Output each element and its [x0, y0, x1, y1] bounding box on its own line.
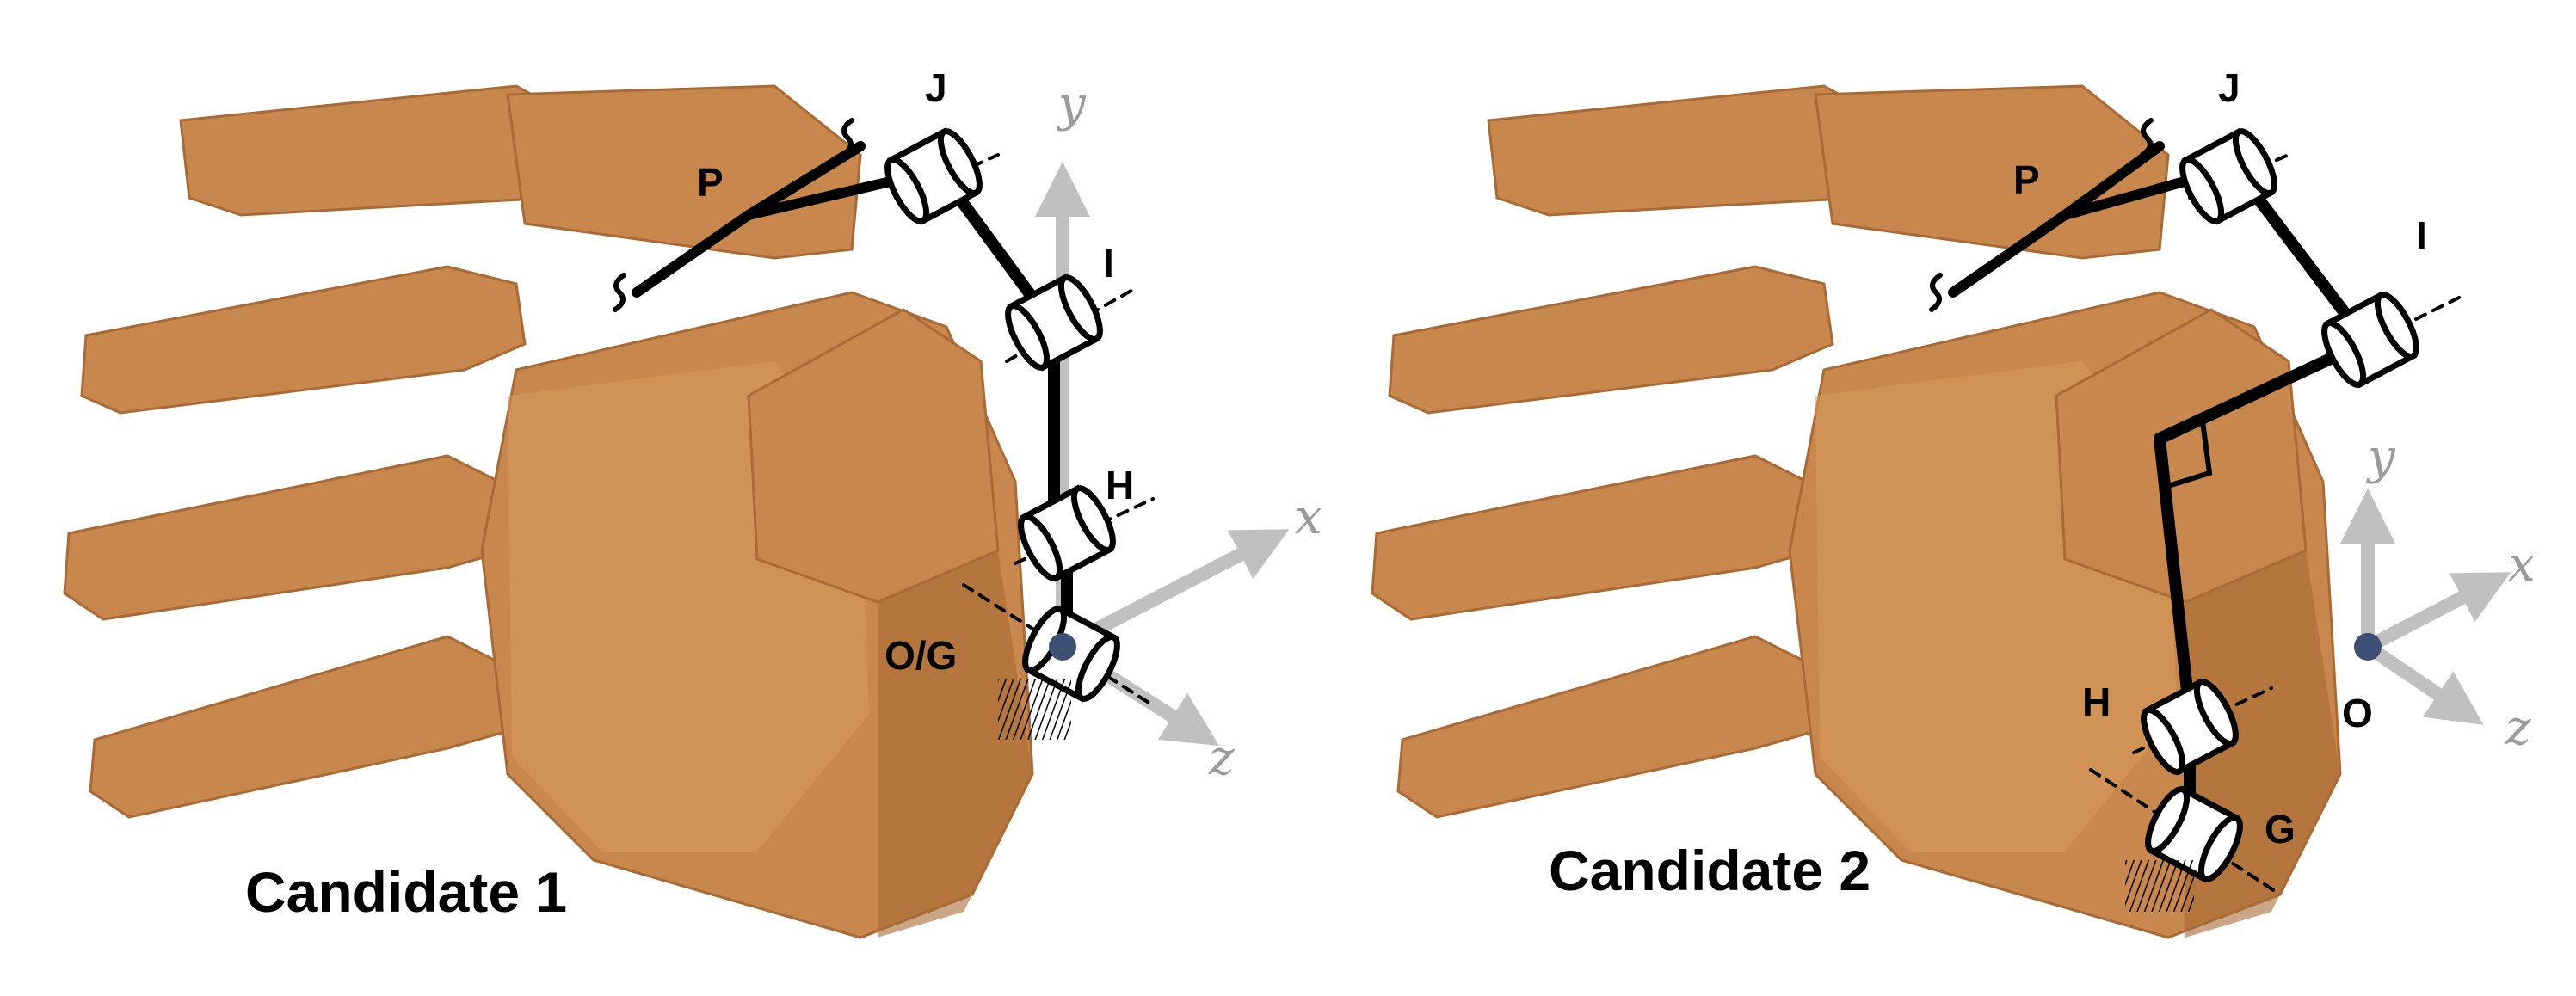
- label-og: O/G: [884, 633, 957, 678]
- label-o: O: [2342, 691, 2373, 735]
- caption-candidate-2: Candidate 2: [1549, 839, 1870, 902]
- axis-label-x: x: [2508, 537, 2536, 593]
- ground-hatch-1: [998, 679, 1071, 740]
- axis-label-y: y: [2365, 429, 2396, 485]
- joint-i-cylinder: [2321, 291, 2419, 389]
- label-i: I: [2416, 213, 2427, 258]
- joint-j-cylinder: [884, 127, 983, 225]
- axis-label-z: z: [2505, 700, 2531, 756]
- label-h: H: [2082, 679, 2111, 724]
- label-p: P: [2013, 157, 2040, 202]
- joint-g-cylinder: [2145, 785, 2243, 883]
- joint-j-cylinder: [2179, 127, 2277, 225]
- label-j: J: [925, 65, 947, 110]
- joint-h-cylinder: [2141, 678, 2239, 776]
- joint-cylinders-2: [2141, 127, 2419, 883]
- joint-i-cylinder: [1005, 274, 1103, 372]
- hand-model-2: [1371, 84, 2342, 939]
- origin-dot-1: [1049, 633, 1076, 661]
- panel-candidate-1: y x z: [63, 65, 1322, 939]
- joint-h-cylinder: [1018, 484, 1116, 582]
- label-j: J: [2218, 65, 2240, 110]
- label-i: I: [1103, 241, 1114, 286]
- axis-label-y: y: [1056, 77, 1087, 132]
- joint-cylinders-1: [884, 127, 1120, 703]
- panel-candidate-2: y x z: [1371, 65, 2536, 939]
- axes-triad-2: y x z: [2340, 429, 2536, 756]
- label-h: H: [1106, 463, 1134, 507]
- label-p: P: [697, 160, 724, 205]
- ground-hatch-2: [2125, 860, 2194, 912]
- hand-model-1: [63, 84, 1034, 939]
- axis-label-z: z: [1208, 730, 1235, 786]
- origin-dot-2: [2354, 633, 2382, 661]
- label-g: G: [2265, 807, 2296, 852]
- axis-label-x: x: [1295, 489, 1322, 545]
- caption-candidate-1: Candidate 1: [245, 860, 567, 924]
